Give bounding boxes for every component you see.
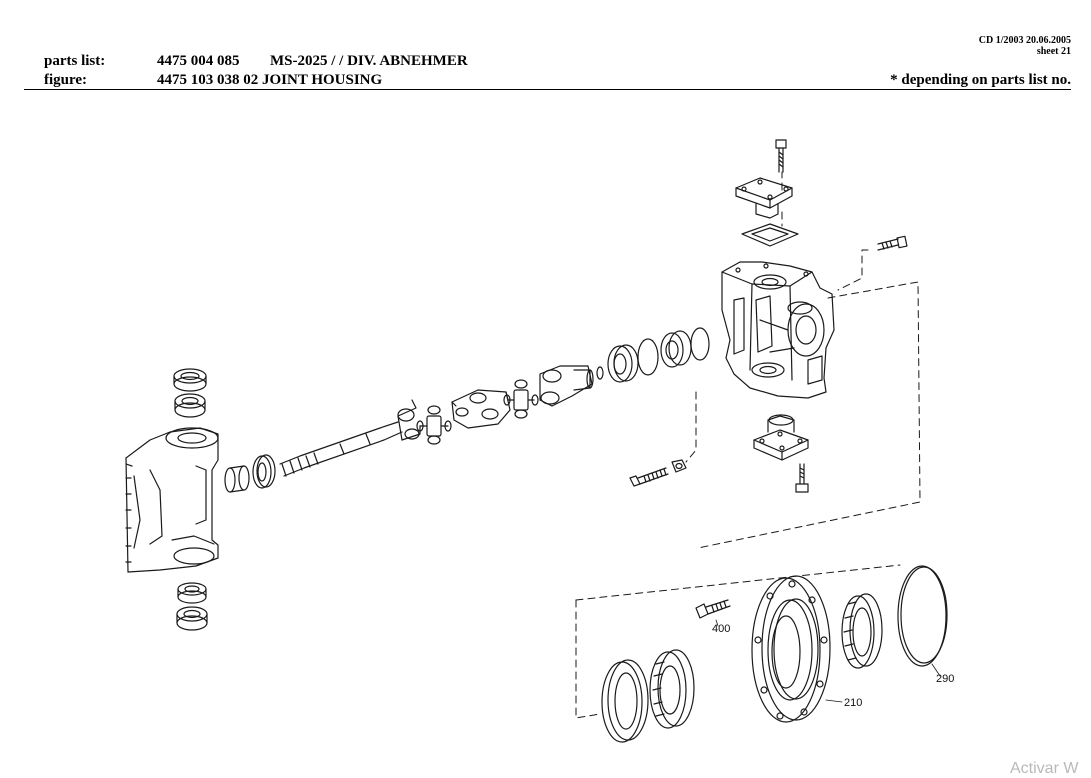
stub-shaft-seal [607,344,639,383]
lower-bearing-set [176,582,208,631]
figure-label: figure: [44,72,88,88]
axle-housing [125,427,219,573]
top-bearing-cap [735,177,793,219]
parts-list-label: parts list: [44,53,106,69]
leader-290 [931,663,941,677]
bolt-400 [695,599,731,619]
needle-sleeve [224,465,250,493]
figure-value: 4475 103 038 02 JOINT HOUSING [157,72,383,88]
side-bolt [877,235,908,251]
hub-flange-210 [751,575,831,723]
document-reference: CD 1/2003 20.06.2005 [978,35,1071,46]
callout-290: 290 [936,673,955,685]
shaft-seal [252,454,276,489]
centering-yoke [451,389,511,429]
top-bolt [775,139,787,173]
flange-bearing [841,593,883,669]
joint-housing [721,261,835,399]
upper-bearing-set [173,368,207,418]
cap-gasket [741,223,799,247]
hub-seal-ring [601,659,649,743]
parts-list-note: * depending on parts list no. [890,72,1071,88]
hub-tapered-bearing [649,649,695,729]
small-circlip [596,366,604,380]
cross-spider-1 [416,405,452,445]
lower-bearing-cap [753,414,809,461]
assembly-guide-lines [575,171,921,719]
tapered-bearing [660,330,692,368]
callout-210: 210 [844,697,863,709]
stub-shaft-yoke [539,365,594,407]
lower-cap-bolt [795,463,809,493]
sheet-number: sheet 21 [1036,46,1071,57]
snap-ring-2 [690,327,710,361]
leader-210 [825,699,843,703]
activation-watermark: Activar W [1010,760,1079,777]
header-rule [24,89,1071,90]
long-bolt-with-nut [629,459,687,487]
leader-400 [715,619,719,627]
callout-400: 400 [712,623,731,635]
o-ring-290 [897,565,948,667]
axle-shaft [279,399,421,477]
parts-list-description: MS-2025 / / DIV. ABNEHMER [270,53,468,69]
snap-ring-1 [637,338,659,376]
parts-list-number: 4475 004 085 [157,53,240,69]
cross-spider-2 [503,379,539,419]
